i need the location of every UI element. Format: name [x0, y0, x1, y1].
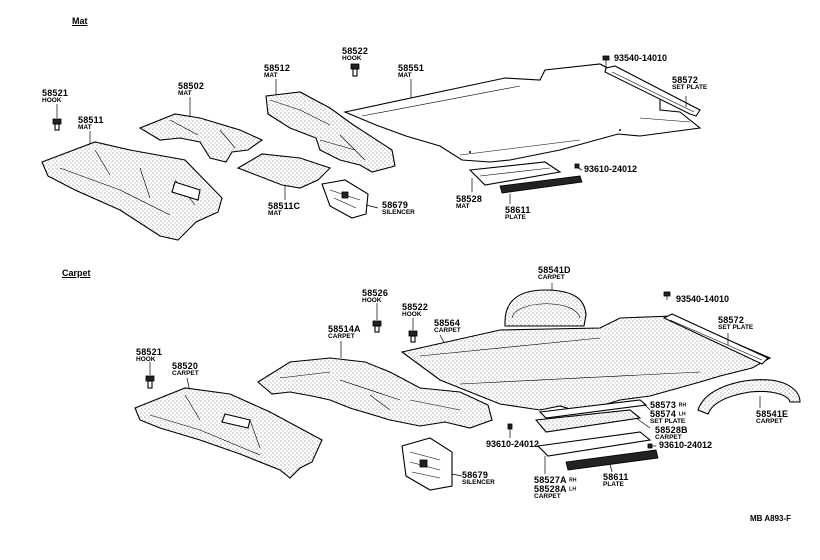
- section-title-mat: Mat: [72, 16, 88, 26]
- screw-93610-top-part: [574, 163, 583, 171]
- bolt-93540-top-part: [602, 55, 610, 67]
- mat-58502-part: [138, 97, 264, 163]
- plate-58611-bottom-part: [565, 449, 659, 473]
- label-58573-58574: 58573 RH 58574 LH SET PLATE: [650, 400, 687, 426]
- figure-code: MB A893-F: [750, 514, 792, 523]
- section-title-carpet: Carpet: [62, 268, 91, 278]
- mat-58511-part: [41, 131, 223, 241]
- hook-58521-top-part: [52, 104, 62, 131]
- label-93610-bottom-right: 93610-24012: [659, 440, 713, 450]
- hook-58521-bottom-part: [145, 362, 155, 389]
- set-plate-58572-bottom-part: [662, 313, 769, 365]
- screw-93610-bottom-right-part: [647, 443, 656, 449]
- screw-93610-bottom-left-part: [507, 423, 513, 438]
- label-93540-top: 93540-14010: [614, 53, 668, 63]
- carpet-58564-part: [400, 315, 772, 413]
- carpet-58541d-part: [504, 283, 587, 327]
- label-93540-bottom: 93540-14010: [676, 294, 730, 304]
- mat-58528-part: [468, 161, 562, 192]
- mat-58512-part: [265, 79, 396, 173]
- set-plate-58573-58574-part: [538, 399, 651, 419]
- set-plate-58572-top-part: [604, 65, 701, 117]
- carpet-58514a-part: [257, 341, 493, 429]
- carpet-58541e-part: [697, 379, 801, 415]
- carpet-58528b-part: [534, 409, 651, 433]
- silencer-58679-top-part: [321, 179, 379, 219]
- hook-58522-top-part: [350, 63, 360, 77]
- mat-58551-part: [343, 63, 702, 163]
- hook-58522-bottom-part: [408, 318, 418, 343]
- plate-58611-top-part: [499, 175, 583, 204]
- bolt-93540-bottom-part: [663, 291, 671, 300]
- label-58527a-58528a: 58527A RH 58528A LH CARPET: [534, 475, 577, 501]
- label-93610-top: 93610-24012: [584, 164, 638, 174]
- carpet-58527a-58528a-part: [536, 431, 652, 474]
- silencer-58679-bottom-part: [401, 437, 463, 491]
- mat-58511c-part: [236, 153, 332, 200]
- carpet-58520-part: [134, 377, 323, 479]
- label-93610-bottom-left: 93610-24012: [486, 439, 540, 449]
- hook-58526-part: [372, 303, 382, 333]
